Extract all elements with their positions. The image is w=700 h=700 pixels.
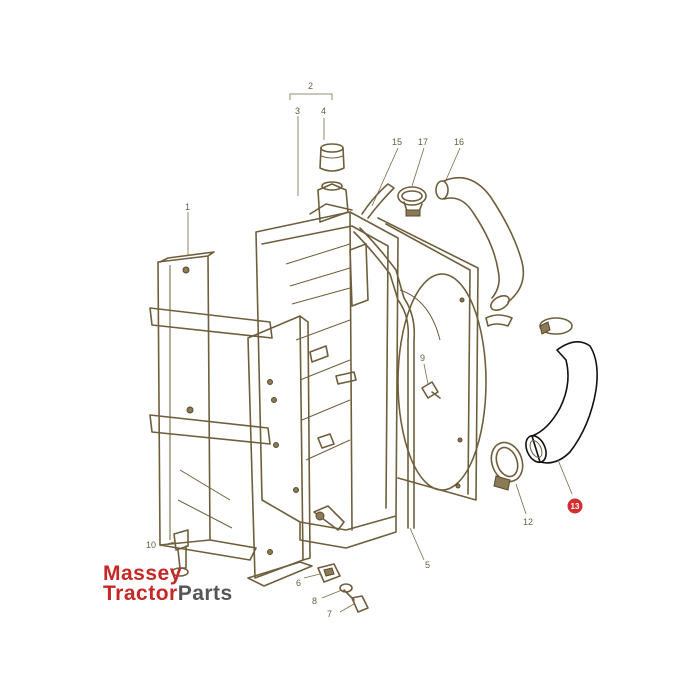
logo-word-tractor: Tractor <box>103 582 178 605</box>
part-3-filler-neck <box>309 181 353 223</box>
callout-12: 12 <box>523 517 533 527</box>
leader-lines <box>159 93 573 613</box>
part-17-hose-clip <box>397 186 427 217</box>
part-6-block <box>317 563 341 583</box>
massey-tractor-parts-logo: Massey TractorParts <box>103 562 233 605</box>
callout-6: 6 <box>296 578 301 588</box>
callout-7: 7 <box>327 609 332 619</box>
part-4-radiator-cap <box>319 143 345 172</box>
callout-15: 15 <box>392 137 402 147</box>
part-13-lower-hose <box>525 341 598 464</box>
callout-3: 3 <box>295 106 300 116</box>
callout-16: 16 <box>454 137 464 147</box>
callout-13-highlight: 13 <box>567 498 583 514</box>
callout-2: 2 <box>308 81 313 91</box>
callout-4: 4 <box>321 106 326 116</box>
callout-17: 17 <box>418 137 428 147</box>
logo-line-1: Massey <box>103 562 182 585</box>
callout-9: 9 <box>420 353 425 363</box>
radiator-side-plate <box>247 315 313 587</box>
part-10-bolt <box>171 529 189 577</box>
part-12-hose-clip <box>490 441 524 491</box>
radiator-core <box>255 211 399 549</box>
part-1-support-frame <box>149 251 273 561</box>
hose-clip-upper-right <box>485 314 573 335</box>
callout-13: 13 <box>571 502 580 511</box>
callout-10: 10 <box>146 540 156 550</box>
part-8-washer <box>339 583 353 593</box>
mounting-bolts <box>309 345 357 531</box>
logo-line-2: TractorParts <box>103 582 233 605</box>
part-16-upper-hose <box>435 177 525 312</box>
part-5-overflow-pipe <box>353 227 416 529</box>
part-9-drain-tap <box>421 381 441 399</box>
part-15-fan-shroud <box>361 183 487 501</box>
callout-1: 1 <box>185 202 190 212</box>
part-7-bolt <box>343 589 369 613</box>
callout-8: 8 <box>312 596 317 606</box>
callout-5: 5 <box>425 560 430 570</box>
logo-word-parts: Parts <box>177 582 233 605</box>
